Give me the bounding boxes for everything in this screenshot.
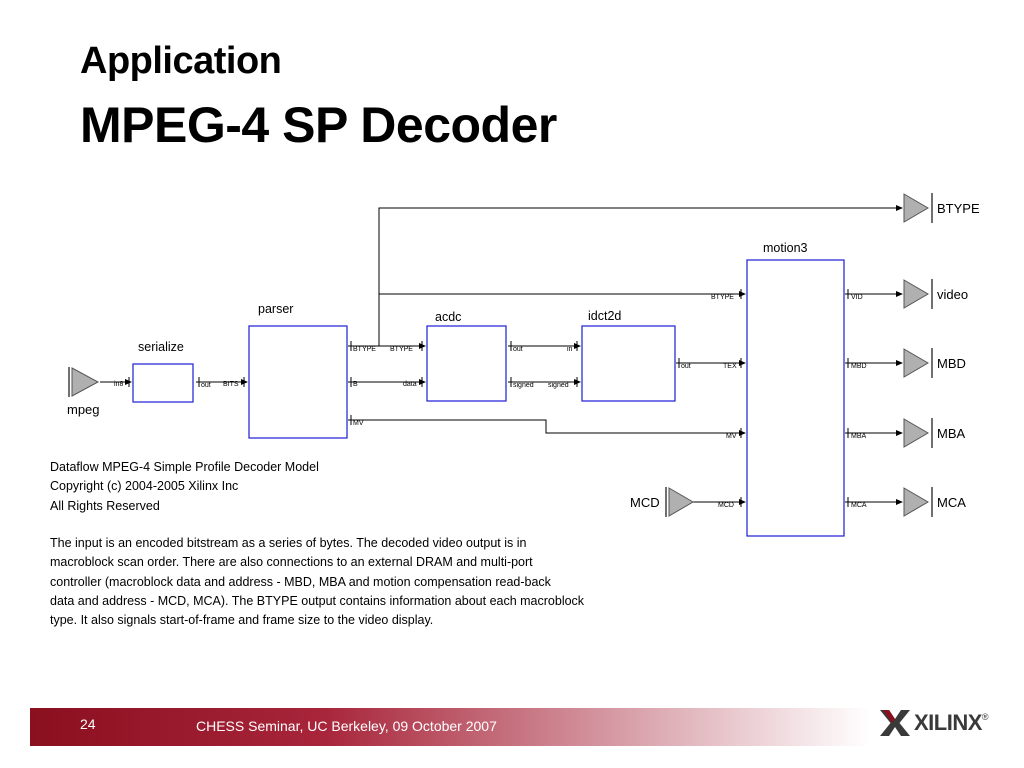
wires <box>100 205 903 505</box>
serialize-block <box>132 363 194 403</box>
pin-idct-signed: signed <box>548 382 569 389</box>
mba-port-label: MBA <box>937 426 966 441</box>
mpeg-port-icon <box>71 367 100 397</box>
wire-parser-btype-out <box>378 205 903 346</box>
acdc-label: acdc <box>435 310 461 324</box>
btype-port-icon <box>903 193 929 223</box>
rights-line: All Rights Reserved <box>50 498 160 513</box>
pin-serialize-out: out <box>201 382 211 389</box>
idct2d-block <box>581 325 676 402</box>
pin-motion-vid: VID <box>851 294 863 301</box>
pin-motion-btype: BTYPE <box>711 294 734 301</box>
pin-acdc-data: data <box>403 381 417 388</box>
pin-motion-mbd: MBD <box>851 363 867 370</box>
copyright-line: Copyright (c) 2004-2005 Xilinx Inc <box>50 479 239 494</box>
pin-parser-b: B <box>353 381 358 388</box>
motion3-block <box>746 259 845 537</box>
description-line: type. It also signals start-of-frame and… <box>50 613 434 628</box>
decoder-block-diagram: serialize parser acdc idct2d motion3 in8… <box>67 193 980 537</box>
serialize-label: serialize <box>138 340 184 354</box>
parser-label: parser <box>258 302 293 316</box>
acdc-block <box>426 325 507 402</box>
mba-port-icon <box>903 418 929 448</box>
model-header-text: Dataflow MPEG-4 Simple Profile Decoder M… <box>50 458 319 516</box>
description-line: data and address - MCD, MCA). The BTYPE … <box>50 593 585 608</box>
pin-acdc-out: out <box>513 346 523 353</box>
pin-motion-mca: MCA <box>851 502 867 509</box>
motion3-label: motion3 <box>763 241 808 255</box>
registered-mark: ® <box>981 712 989 722</box>
description-line: macroblock scan order. There are also co… <box>50 555 533 570</box>
parser-block <box>248 325 348 439</box>
page-number: 24 <box>80 716 96 732</box>
footer-text: CHESS Seminar, UC Berkeley, 09 October 2… <box>196 718 497 734</box>
video-port-icon <box>903 279 929 309</box>
mcd-port-label: MCD <box>630 495 660 510</box>
description-line: The input is an encoded bitstream as a s… <box>50 536 527 550</box>
pin-serialize-in: in8 <box>114 381 123 388</box>
mcd-port-icon <box>668 487 694 517</box>
mca-port-label: MCA <box>937 495 966 510</box>
mpeg-port-label: mpeg <box>67 402 100 417</box>
pin-acdc-signed: signed <box>513 382 534 389</box>
pin-motion-tex: TEX <box>723 363 737 370</box>
model-description-text: The input is an encoded bitstream as a s… <box>50 534 680 630</box>
mbd-port-label: MBD <box>937 356 966 371</box>
pin-motion-mba: MBA <box>851 433 867 440</box>
pin-parser-mv: MV <box>353 420 364 427</box>
pin-idct-in: in <box>567 346 573 353</box>
pin-idct-out: out <box>681 363 691 370</box>
idct2d-label: idct2d <box>588 309 621 323</box>
pin-motion-mcd: MCD <box>718 502 734 509</box>
mbd-port-icon <box>903 348 929 378</box>
model-title-line: Dataflow MPEG-4 Simple Profile Decoder M… <box>50 460 319 474</box>
btype-port-label: BTYPE <box>937 201 980 216</box>
xilinx-mark-icon <box>880 710 910 736</box>
pin-parser-btype: BTYPE <box>353 346 376 353</box>
pin-ticks <box>128 289 849 507</box>
footer-bar <box>30 708 870 746</box>
pin-motion-mv: MV <box>726 433 737 440</box>
description-line: controller (macroblock data and address … <box>50 574 551 589</box>
wire-parser-motion-mv <box>348 419 746 436</box>
xilinx-wordmark: XILINX <box>914 710 982 735</box>
pin-parser-in: BITS <box>223 381 239 388</box>
xilinx-logo: XILINX ® <box>880 706 989 740</box>
slide-title: MPEG-4 SP Decoder <box>80 97 557 153</box>
pin-acdc-btype: BTYPE <box>390 346 413 353</box>
mca-port-icon <box>903 487 929 517</box>
slide-subtitle: Application <box>80 40 282 82</box>
video-port-label: video <box>937 287 968 302</box>
